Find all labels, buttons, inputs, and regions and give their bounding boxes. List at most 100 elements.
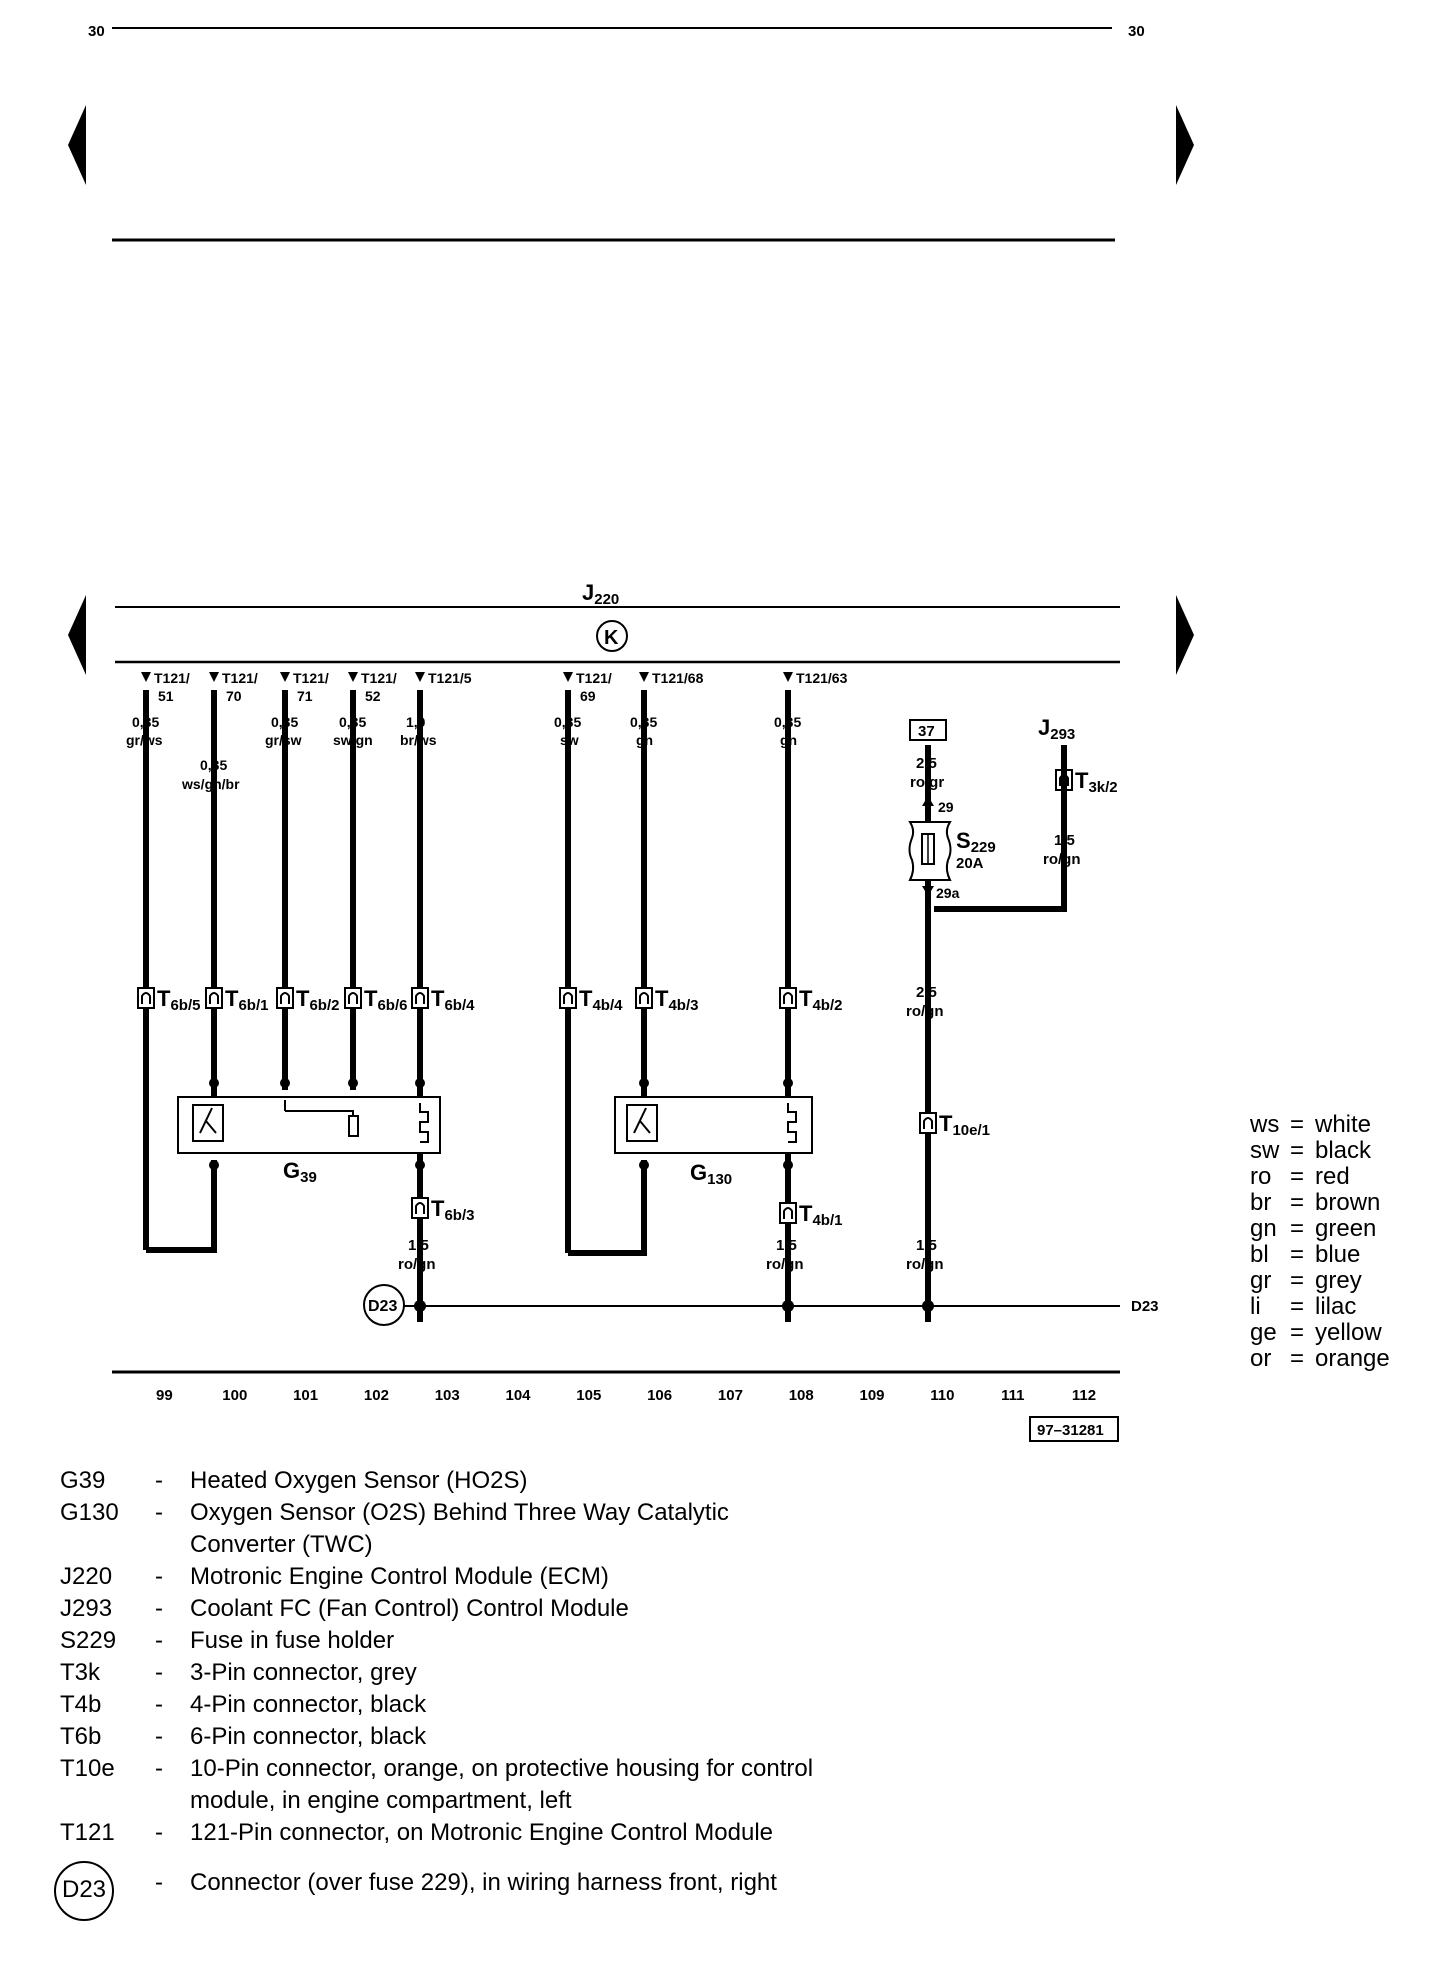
connector-mark bbox=[783, 992, 793, 1004]
color-key-row: gn=green bbox=[1250, 1216, 1390, 1242]
connector-icon bbox=[919, 1112, 937, 1134]
figure-id-box bbox=[1029, 1416, 1119, 1442]
color-abbr: li bbox=[1250, 1293, 1261, 1320]
legend-dash: - bbox=[155, 1723, 163, 1750]
legend-desc: Fuse in fuse holder bbox=[190, 1627, 395, 1654]
g39-gnd-gauge: 1,5 bbox=[408, 1237, 429, 1254]
fuse-in-color: ro/gr bbox=[910, 774, 944, 791]
color-abbr: gr bbox=[1250, 1267, 1272, 1294]
legend-row: T6b-6-Pin connector, black bbox=[60, 1721, 960, 1753]
connector-mark bbox=[783, 1207, 793, 1219]
color-equals: = bbox=[1290, 1189, 1305, 1216]
track-number: 105 bbox=[576, 1387, 601, 1404]
connector-icon bbox=[276, 987, 294, 1009]
prev-section-arrow-icon[interactable] bbox=[68, 595, 86, 675]
color-name: red bbox=[1315, 1163, 1350, 1190]
pin-gauge: 0,35 bbox=[132, 714, 159, 730]
connector-label: T4b/3 bbox=[655, 986, 698, 1014]
legend-dash: - bbox=[155, 1659, 163, 1686]
legend-code: S229 bbox=[60, 1627, 117, 1654]
color-equals: = bbox=[1290, 1319, 1305, 1346]
pin-arrow-icon bbox=[141, 672, 151, 682]
d23-legend-desc: Connector (over fuse 229), in wiring har… bbox=[190, 1869, 777, 1896]
legend-row: T10e-10-Pin connector, orange, on protec… bbox=[60, 1753, 960, 1817]
pin-label: T121/63 bbox=[796, 670, 848, 686]
d23-ground-label: D23 bbox=[368, 1298, 397, 1315]
legend-dash: - bbox=[155, 1627, 163, 1654]
pin-arrow-icon bbox=[209, 672, 219, 682]
connector-mark bbox=[639, 992, 649, 1004]
figure-id: 97–31281 bbox=[1037, 1422, 1104, 1439]
pin-gauge: 0,35 bbox=[200, 757, 227, 773]
next-section-arrow-icon[interactable] bbox=[1176, 595, 1194, 675]
color-abbr: gn bbox=[1250, 1215, 1277, 1242]
pin-gauge: 0,35 bbox=[630, 714, 657, 730]
ecm-label: J220 bbox=[582, 580, 619, 608]
pin-label: T121/ bbox=[576, 670, 612, 686]
pin-arrow-icon bbox=[563, 672, 573, 682]
connector-mark bbox=[209, 992, 219, 1004]
pin-color: gr/sw bbox=[265, 732, 302, 748]
next-page-arrow-icon[interactable] bbox=[1176, 105, 1194, 185]
pin-gauge: 0,35 bbox=[774, 714, 801, 730]
color-name: black bbox=[1315, 1137, 1372, 1164]
g130-label: G130 bbox=[690, 1160, 732, 1188]
color-name: green bbox=[1315, 1215, 1377, 1242]
legend-row: G130-Oxygen Sensor (O2S) Behind Three Wa… bbox=[60, 1497, 960, 1561]
pin-arrow-icon bbox=[280, 672, 290, 682]
fuse-out-color: ro/gn bbox=[906, 1003, 944, 1020]
track-number: 102 bbox=[364, 1387, 389, 1404]
track-number: 100 bbox=[222, 1387, 247, 1404]
legend-dash: - bbox=[155, 1755, 163, 1782]
legend-code: T3k bbox=[60, 1659, 101, 1686]
prev-page-arrow-icon[interactable] bbox=[68, 105, 86, 185]
track-number: 108 bbox=[789, 1387, 814, 1404]
legend-row: G39-Heated Oxygen Sensor (HO2S) bbox=[60, 1465, 960, 1497]
g39-gnd-color: ro/gn bbox=[398, 1256, 436, 1273]
g130-gnd-color: ro/gn bbox=[766, 1256, 804, 1273]
legend-row: T4b-4-Pin connector, black bbox=[60, 1689, 960, 1721]
color-equals: = bbox=[1290, 1241, 1305, 1268]
pin-arrow-icon bbox=[348, 672, 358, 682]
pin-label: T121/ bbox=[293, 670, 329, 686]
track-number: 103 bbox=[435, 1387, 460, 1404]
color-key-row: ge=yellow bbox=[1250, 1320, 1390, 1346]
connector-label: T4b/1 bbox=[799, 1201, 842, 1229]
pin-color: ws/gn/br bbox=[181, 776, 240, 792]
pin-gauge: 0,35 bbox=[271, 714, 298, 730]
pin-label: 71 bbox=[297, 688, 313, 704]
color-key-row: br=brown bbox=[1250, 1190, 1390, 1216]
connector-icon bbox=[635, 987, 653, 1009]
legend-dash: - bbox=[155, 1691, 163, 1718]
legend-code: T121 bbox=[60, 1819, 115, 1846]
color-abbr: br bbox=[1250, 1189, 1272, 1216]
t10-gnd-color: ro/gn bbox=[906, 1256, 944, 1273]
color-equals: = bbox=[1290, 1163, 1305, 1190]
connector-label: T3k/2 bbox=[1075, 768, 1118, 796]
pin-label: 69 bbox=[580, 688, 596, 704]
connector-mark bbox=[348, 992, 358, 1004]
connector-label: T6b/6 bbox=[364, 986, 407, 1014]
g39-label: G39 bbox=[283, 1158, 317, 1186]
connector-icon bbox=[344, 987, 362, 1009]
color-name: lilac bbox=[1315, 1293, 1357, 1320]
legend-code: T4b bbox=[60, 1691, 102, 1718]
d23-legend-symbol: D23 bbox=[54, 1861, 114, 1921]
connector-mark bbox=[415, 1202, 425, 1214]
legend-row: J220-Motronic Engine Control Module (ECM… bbox=[60, 1561, 960, 1593]
connector-label: T6b/4 bbox=[431, 986, 475, 1014]
pin-label: T121/ bbox=[361, 670, 397, 686]
j293-out-color: ro/gn bbox=[1043, 851, 1081, 868]
connector-label: T6b/2 bbox=[296, 986, 339, 1014]
g130-gnd-gauge: 1,5 bbox=[776, 1237, 797, 1254]
connector-mark bbox=[141, 992, 151, 1004]
legend-dash: - bbox=[155, 1819, 163, 1846]
pin-gauge: 0,35 bbox=[339, 714, 366, 730]
page-number-right: 30 bbox=[1128, 23, 1145, 40]
pin-label: T121/ bbox=[222, 670, 258, 686]
page-number-left: 30 bbox=[88, 23, 105, 40]
legend-row: J293-Coolant FC (Fan Control) Control Mo… bbox=[60, 1593, 960, 1625]
color-name: yellow bbox=[1315, 1319, 1382, 1346]
connector-icon bbox=[411, 987, 429, 1009]
